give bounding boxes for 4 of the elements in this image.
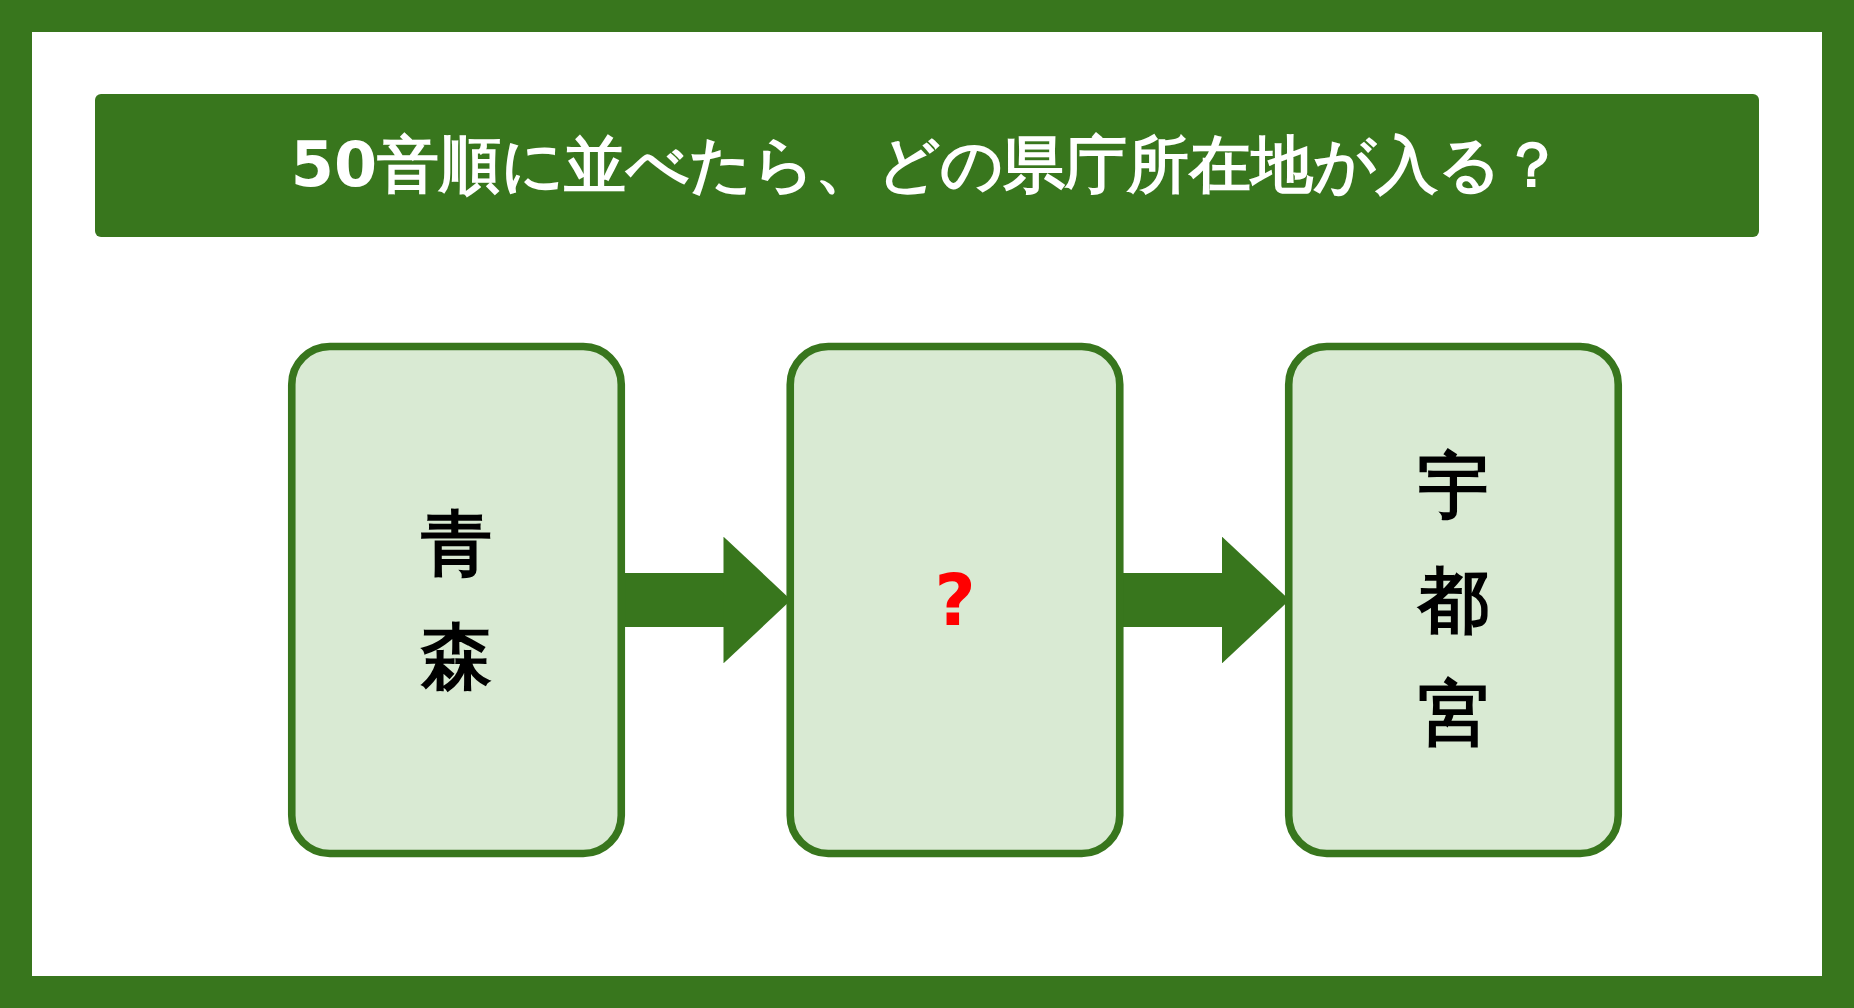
title-text: 50音順に並べたら、どの県庁所在地が入る？ (290, 131, 1564, 200)
node-box: ? (786, 342, 1124, 858)
node-box: 宇都宮 (1284, 342, 1623, 858)
node-box: 青森 (287, 342, 626, 858)
